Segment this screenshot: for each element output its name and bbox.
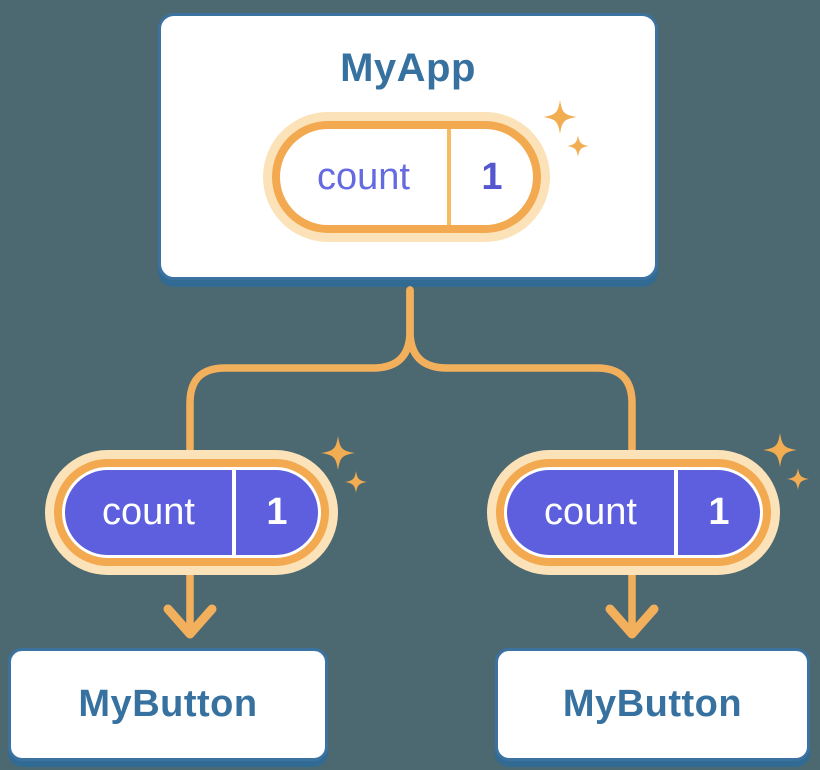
- component-title: MyButton: [562, 683, 743, 725]
- state-value: 1: [708, 491, 730, 533]
- state-pill-child-left: count 1: [45, 450, 338, 575]
- state-name: count: [102, 491, 195, 533]
- state-name: count: [544, 491, 637, 533]
- state-name: count: [317, 155, 410, 198]
- state-pill-root: count 1: [263, 112, 550, 242]
- component-card-mybutton-right: MyButton: [495, 648, 810, 761]
- state-value: 1: [266, 491, 288, 533]
- sparkle-icon: [543, 100, 589, 157]
- arrowhead-right-icon: [605, 604, 659, 639]
- component-title: MyApp: [340, 46, 476, 90]
- component-card-mybutton-left: MyButton: [8, 648, 328, 761]
- component-title: MyButton: [78, 683, 258, 725]
- state-pill-child-right: count 1: [487, 450, 780, 575]
- pill-divider: [674, 470, 678, 555]
- pill-divider: [447, 129, 451, 225]
- sparkle-icon: [321, 436, 367, 493]
- arrowhead-left-icon: [163, 604, 217, 639]
- state-value: 1: [481, 155, 503, 198]
- sparkle-icon: [763, 433, 809, 490]
- pill-divider: [232, 470, 236, 555]
- connector-branch-right: [406, 286, 636, 630]
